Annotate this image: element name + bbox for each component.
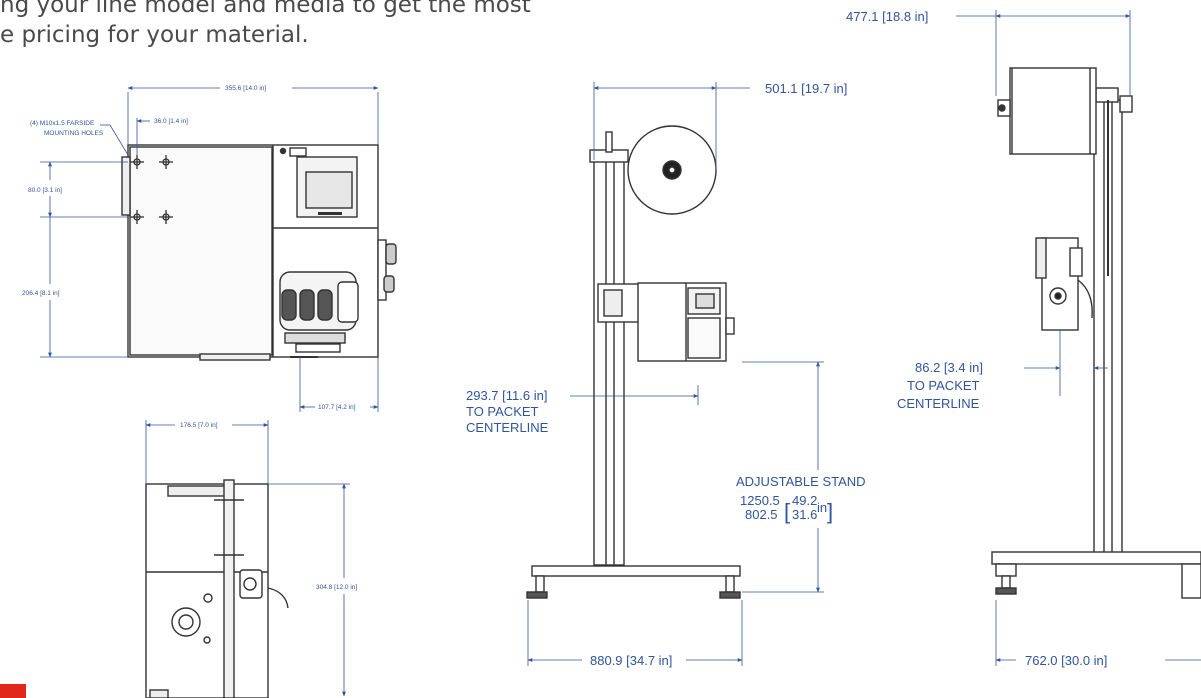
stand-front-dimensions [956,10,1201,666]
intro-line-1: ng your line model and media to get the … [0,0,531,18]
stand-front-view [991,67,1201,599]
adj-value-1: 1250.5 [740,493,780,508]
hmi-screen [305,171,353,209]
adj-value-2: 802.5 [745,507,778,522]
intro-line-2: e pricing for your material. [0,22,309,48]
hole-note-line-2: MOUNTING HOLES [44,130,104,137]
dim-hole-offset: 36.0 [1.4 in] [154,118,188,125]
stand-front-centerline-line-1: TO PACKET [907,378,980,393]
dim-side-height: 304.8 [12.0 in] [316,584,357,591]
front-stand-base [991,551,1201,565]
dim-front-height: 206.4 [8.1 in] [22,290,60,297]
stand-side-centerline-line-1: TO PACKET [466,404,539,419]
adjustable-stand-label: ADJUSTABLE STAND [736,474,866,489]
right-knob-2 [383,275,395,293]
stand-side-centerline-line-2: CENTERLINE [466,420,549,435]
stand-front-centerline-line-2: CENTERLINE [897,396,980,411]
dim-overall-width: 355.6 [14.0 in] [225,85,266,92]
door-hinge [121,156,131,216]
dim-stand-front-base: 762.0 [30.0 in] [1025,653,1107,668]
stand-side-dimensions [527,82,824,666]
front-media-reel [1009,67,1097,155]
dim-side-depth: 176.5 [7.0 in] [180,422,218,429]
dim-stand-side-centerline: 293.7 [11.6 in] [466,388,547,403]
side-view-dimensions [145,420,350,697]
dim-right-offset: 107.7 [4.2 in] [318,404,356,411]
brand-accent-bar [0,684,26,698]
front-view-dimensions [40,86,379,412]
adj-in-1: 49.2 [792,493,817,508]
intro-text: ng your line model and media to get the … [0,0,620,50]
adj-bracket-close: ] [827,499,833,524]
side-port-inner [178,614,194,630]
stand-column [593,159,625,566]
stand-side-view [526,125,741,599]
stand-base [531,565,741,577]
front-view [121,144,397,361]
door-panel [129,146,273,356]
right-knob-1 [385,243,397,265]
dim-stand-side-width: 501.1 [19.7 in] [765,81,847,96]
dim-stand-front-width: 477.1 [18.8 in] [846,9,928,24]
hole-note-line-1: (4) M10x1.5 FARSIDE [30,120,95,127]
mounting-holes [130,155,173,224]
dim-stand-front-centerline: 86.2 [3.4 in] [915,360,983,375]
adj-unit: in [817,500,827,515]
adj-bracket-open: [ [784,499,790,524]
side-view [145,479,289,698]
dim-hole-spacing: 80.0 [3.1 in] [28,187,62,194]
dim-stand-side-base: 880.9 [34.7 in] [590,653,672,668]
adj-in-2: 31.6 [792,507,817,522]
